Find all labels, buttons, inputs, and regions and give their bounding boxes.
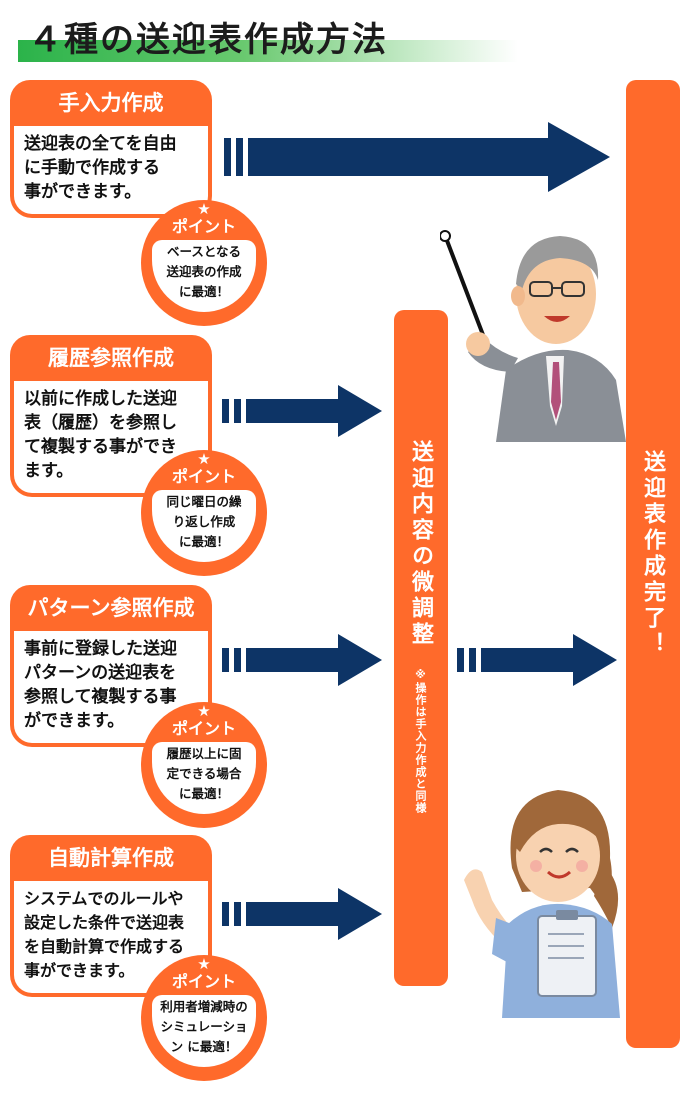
point-label: ポイント bbox=[171, 719, 236, 738]
point-badge-auto: ★ ポイント 利用者増減時の シミュレーショ ン に最適！ bbox=[141, 955, 267, 1081]
point-text-line: り返し作成 bbox=[172, 514, 236, 529]
page-title: ４種の送迎表作成方法 bbox=[28, 20, 388, 60]
method-description-line: 事ができます。 bbox=[24, 182, 142, 202]
point-text-line: に最適！ bbox=[178, 284, 229, 299]
point-text-line: に最適！ bbox=[178, 786, 229, 801]
star-icon: ★ bbox=[197, 955, 211, 973]
teacher-man-illustration bbox=[440, 230, 626, 442]
point-text: 同じ曜日の繰 り返し作成 に最適！ bbox=[152, 490, 256, 562]
point-text-line: シミュレーショ bbox=[160, 1019, 248, 1034]
point-text: 履歴以上に固 定できる場合 に最適！ bbox=[152, 742, 256, 814]
star-icon: ★ bbox=[197, 200, 211, 218]
complete-bar bbox=[626, 80, 680, 1048]
method-description-line: を自動計算で作成する bbox=[24, 937, 185, 956]
woman-clipboard-illustration bbox=[464, 790, 620, 1018]
method-card-pattern: パターン参照作成 事前に登録した送迎 パターンの送迎表を 参照して複製する事 が… bbox=[10, 585, 212, 747]
arrow-history-to-adjust bbox=[222, 385, 382, 437]
method-description-line: 事ができます。 bbox=[24, 961, 135, 980]
method-heading: パターン参照作成 bbox=[10, 585, 212, 631]
point-text: 利用者増減時の シミュレーショ ン に最適！ bbox=[152, 995, 256, 1067]
arrow-pattern-to-adjust bbox=[222, 634, 382, 686]
method-description-line: システムでのルールや bbox=[24, 889, 184, 908]
method-description-line: 送迎表の全てを自由 bbox=[24, 134, 177, 154]
method-description-line: パターンの送迎表を bbox=[24, 663, 177, 683]
point-label: ポイント bbox=[171, 467, 236, 486]
complete-bar-label: 送迎表作成完了！ bbox=[640, 450, 665, 658]
point-text-line: ベースとなる bbox=[166, 244, 241, 259]
method-description-line: 事前に登録した送迎 bbox=[24, 639, 177, 659]
method-heading: 手入力作成 bbox=[10, 80, 212, 126]
method-description-line: 設定した条件で送迎表 bbox=[24, 913, 185, 932]
method-description-line: て複製する事ができ bbox=[24, 437, 177, 457]
point-text-line: に最適！ bbox=[178, 534, 229, 549]
adjust-bar-label: 送迎内容の微調整 bbox=[408, 440, 433, 648]
point-badge-history: ★ ポイント 同じ曜日の繰 り返し作成 に最適！ bbox=[141, 450, 267, 576]
method-card-history: 履歴参照作成 以前に作成した送迎 表（履歴）を参照し て複製する事ができ ます。 bbox=[10, 335, 212, 497]
point-text-line: 定できる場合 bbox=[166, 766, 242, 781]
point-text: ベースとなる 送迎表の作成 に最適！ bbox=[152, 240, 256, 312]
method-description: システムでのルールや 設定した条件で送迎表 を自動計算で作成する 事ができます。 bbox=[10, 881, 212, 997]
point-badge-manual: ★ ポイント ベースとなる 送迎表の作成 に最適！ bbox=[141, 200, 267, 326]
method-description: 送迎表の全てを自由 に手動で作成する 事ができます。 bbox=[10, 126, 212, 218]
method-description-line: 表（履歴）を参照し bbox=[24, 413, 177, 433]
method-description: 事前に登録した送迎 パターンの送迎表を 参照して複製する事 ができます。 bbox=[10, 631, 212, 747]
point-text-line: ン に最適！ bbox=[170, 1039, 238, 1054]
method-card-auto: 自動計算作成 システムでのルールや 設定した条件で送迎表 を自動計算で作成する … bbox=[10, 835, 212, 997]
method-heading: 履歴参照作成 bbox=[10, 335, 212, 381]
point-label: ポイント bbox=[171, 217, 236, 236]
title-underline-bar bbox=[18, 40, 518, 62]
arrow-adjust-to-complete bbox=[457, 634, 617, 686]
point-text-line: 利用者増減時の bbox=[160, 999, 248, 1014]
method-description-line: に手動で作成する bbox=[24, 158, 160, 178]
point-text-line: 送迎表の作成 bbox=[166, 264, 242, 279]
star-icon: ★ bbox=[197, 702, 211, 720]
title-area: ４種の送迎表作成方法 bbox=[18, 10, 518, 68]
point-text-line: 履歴以上に固 bbox=[166, 746, 242, 761]
adjust-bar bbox=[394, 310, 448, 986]
method-description-line: ます。 bbox=[24, 461, 74, 481]
point-label: ポイント bbox=[171, 972, 236, 991]
method-description-line: ができます。 bbox=[24, 711, 125, 731]
star-icon: ★ bbox=[197, 450, 211, 468]
method-card-manual: 手入力作成 送迎表の全てを自由 に手動で作成する 事ができます。 bbox=[10, 80, 212, 218]
point-badge-pattern: ★ ポイント 履歴以上に固 定できる場合 に最適！ bbox=[141, 702, 267, 828]
arrow-manual-to-complete bbox=[224, 122, 610, 192]
method-heading: 自動計算作成 bbox=[10, 835, 212, 881]
adjust-bar-note: ※操作は手入力作成と同様 bbox=[414, 668, 427, 814]
point-text-line: 同じ曜日の繰 bbox=[166, 494, 242, 509]
method-description: 以前に作成した送迎 表（履歴）を参照し て複製する事ができ ます。 bbox=[10, 381, 212, 497]
method-description-line: 以前に作成した送迎 bbox=[24, 389, 177, 409]
method-description-line: 参照して複製する事 bbox=[24, 687, 177, 707]
arrow-auto-to-adjust bbox=[222, 888, 382, 940]
